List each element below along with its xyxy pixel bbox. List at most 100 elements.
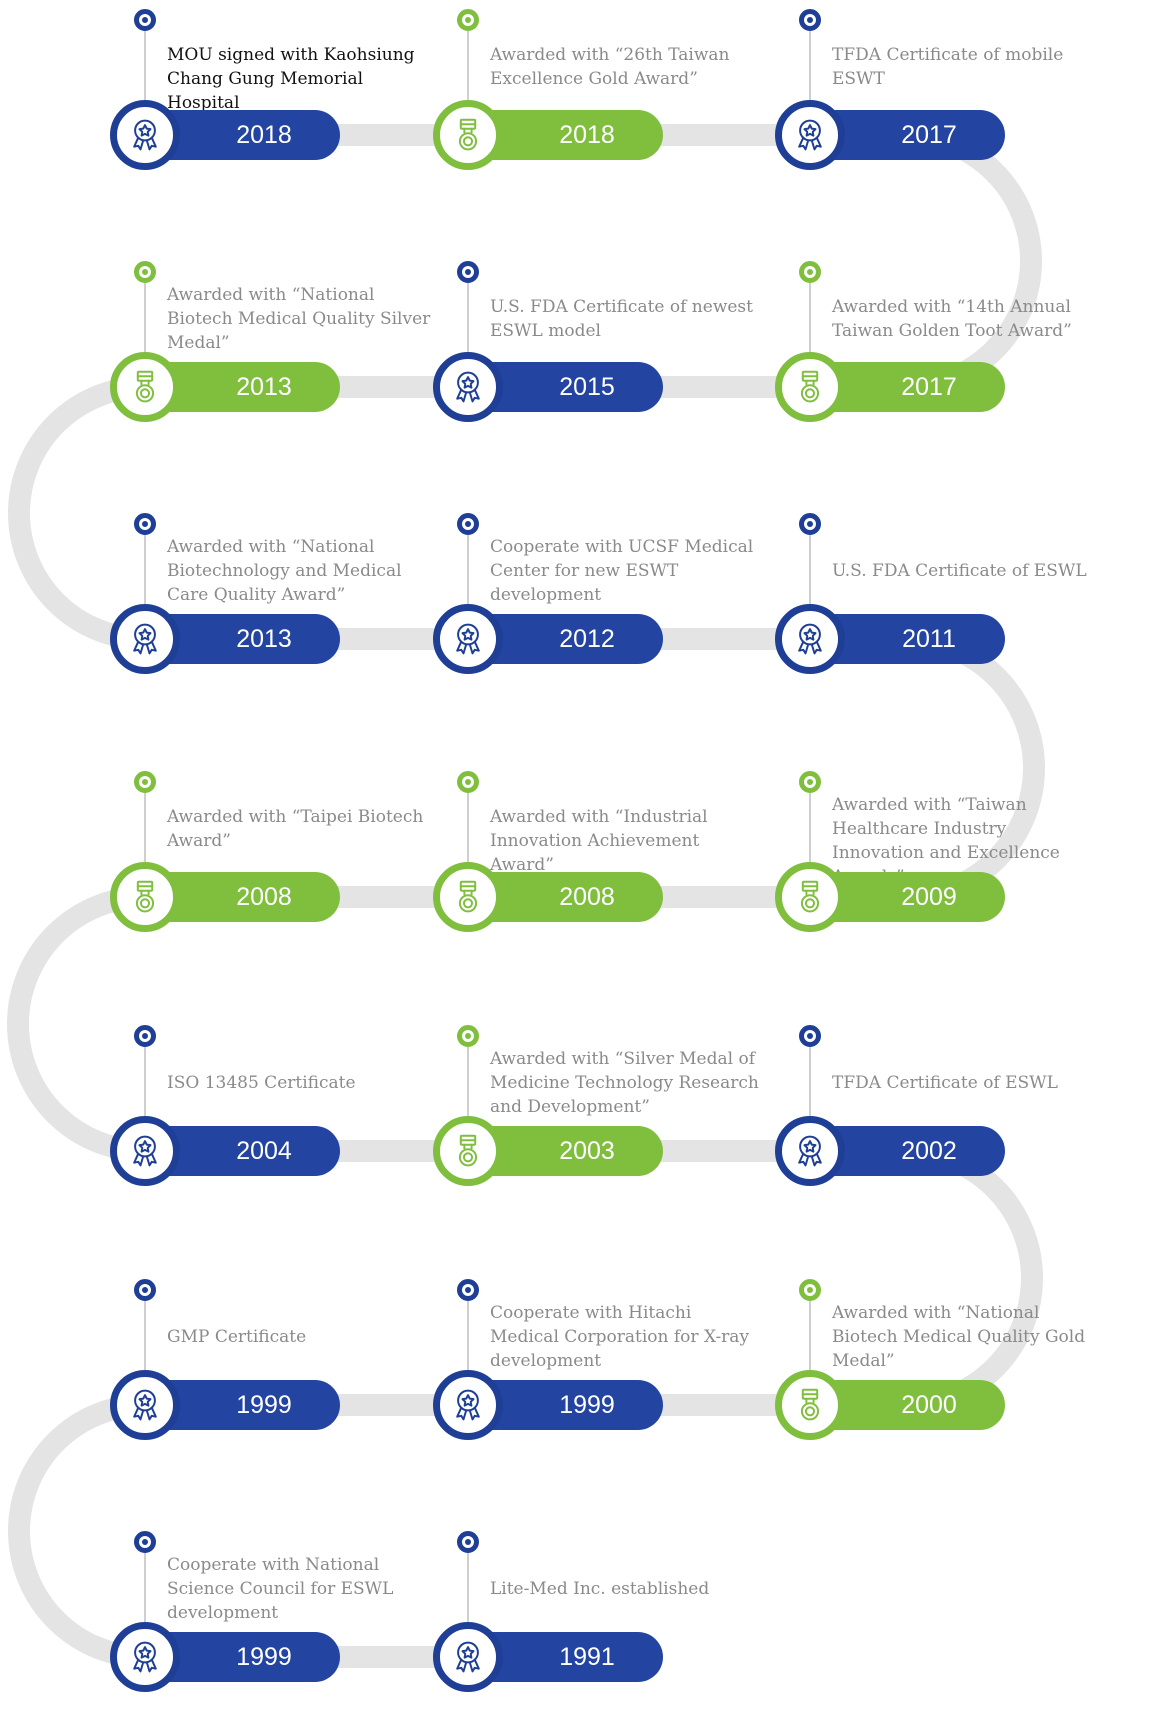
milestone-description: TFDA Certificate of ESWL — [832, 1073, 1058, 1093]
milestone-badge — [110, 862, 180, 932]
milestone-description: Cooperate with Hitachi Medical Corporati… — [490, 1303, 750, 1371]
year-label: 2003 — [473, 1126, 663, 1176]
milestone-connector — [809, 782, 811, 867]
milestone-marker-dot — [134, 1025, 156, 1047]
milestone-badge — [433, 352, 503, 422]
year-label: 2008 — [150, 872, 340, 922]
milestone-connector — [809, 20, 811, 105]
milestone-marker-dot — [799, 9, 821, 31]
milestone-marker-dot — [799, 1025, 821, 1047]
ribbon-award-icon — [127, 117, 163, 153]
year-label: 2009 — [815, 872, 1005, 922]
milestone-marker-dot — [457, 771, 479, 793]
year-label: 2002 — [815, 1126, 1005, 1176]
milestone-description: U.S. FDA Certificate of newest ESWL mode… — [490, 297, 753, 341]
milestone-marker-dot — [457, 261, 479, 283]
milestone-marker-dot — [134, 9, 156, 31]
milestone-description: Awarded with “National Biotech Medical Q… — [167, 285, 431, 353]
milestone-description: Awarded with “National Biotechnology and… — [167, 537, 402, 605]
milestone-description: TFDA Certificate of mobile ESWT — [832, 45, 1064, 89]
milestone-connector — [467, 1542, 469, 1627]
year-label: 2004 — [150, 1126, 340, 1176]
ribbon-award-icon — [127, 1133, 163, 1169]
milestone-badge — [433, 100, 503, 170]
milestone-marker-dot — [457, 1025, 479, 1047]
milestone-badge — [110, 1370, 180, 1440]
ribbon-award-icon — [792, 621, 828, 657]
milestone-description: Awarded with “26th Taiwan Excellence Gol… — [490, 45, 730, 89]
milestone-badge — [775, 1116, 845, 1186]
medal-icon — [450, 117, 486, 153]
milestone-description: Awarded with “Industrial Innovation Achi… — [490, 807, 708, 875]
milestone-connector — [809, 1290, 811, 1375]
milestone-marker-dot — [134, 1279, 156, 1301]
milestone-connector — [467, 524, 469, 609]
milestone-description: Awarded with “Taipei Biotech Award” — [167, 807, 424, 851]
milestone-marker-dot — [799, 513, 821, 535]
milestone-connector — [144, 1036, 146, 1121]
year-label: 2015 — [473, 362, 663, 412]
milestone-badge — [110, 352, 180, 422]
milestone-badge — [433, 1370, 503, 1440]
milestone-badge — [110, 100, 180, 170]
milestone-badge — [775, 604, 845, 674]
year-label: 2018 — [473, 110, 663, 160]
year-label: 2017 — [815, 362, 1005, 412]
milestone-badge — [433, 1622, 503, 1692]
milestone-badge — [433, 1116, 503, 1186]
year-label: 1991 — [473, 1632, 663, 1682]
milestone-marker-dot — [799, 1279, 821, 1301]
milestone-connector — [809, 524, 811, 609]
milestone-connector — [809, 272, 811, 357]
medal-icon — [127, 879, 163, 915]
milestone-badge — [775, 862, 845, 932]
ribbon-award-icon — [450, 621, 486, 657]
ribbon-award-icon — [450, 1639, 486, 1675]
milestone-connector — [467, 272, 469, 357]
milestone-badge — [433, 604, 503, 674]
milestone-connector — [809, 1036, 811, 1121]
milestone-marker-dot — [134, 261, 156, 283]
milestone-connector — [144, 20, 146, 105]
milestone-description: U.S. FDA Certificate of ESWL — [832, 561, 1087, 581]
medal-icon — [127, 369, 163, 405]
milestone-connector — [144, 524, 146, 609]
ribbon-award-icon — [450, 369, 486, 405]
year-label: 2000 — [815, 1380, 1005, 1430]
milestone-description: ISO 13485 Certificate — [167, 1073, 356, 1093]
milestone-badge — [433, 862, 503, 932]
milestone-badge — [110, 604, 180, 674]
medal-icon — [792, 369, 828, 405]
milestone-badge — [110, 1116, 180, 1186]
ribbon-award-icon — [127, 621, 163, 657]
medal-icon — [450, 1133, 486, 1169]
milestone-badge — [775, 100, 845, 170]
milestone-connector — [467, 20, 469, 105]
medal-icon — [792, 1387, 828, 1423]
milestone-marker-dot — [134, 1531, 156, 1553]
milestone-description: Awarded with “14th Annual Taiwan Golden … — [832, 297, 1072, 341]
milestone-connector — [144, 782, 146, 867]
milestone-connector — [467, 1290, 469, 1375]
ribbon-award-icon — [127, 1639, 163, 1675]
year-label: 2013 — [150, 362, 340, 412]
milestone-connector — [144, 1542, 146, 1627]
ribbon-award-icon — [792, 1133, 828, 1169]
milestone-description: Awarded with “Taiwan Healthcare Industry… — [832, 795, 1060, 887]
milestone-description: MOU signed with Kaohsiung Chang Gung Mem… — [167, 45, 415, 113]
milestone-marker-dot — [457, 9, 479, 31]
milestone-badge — [775, 1370, 845, 1440]
milestone-description: GMP Certificate — [167, 1327, 307, 1347]
ribbon-award-icon — [127, 1387, 163, 1423]
year-label: 2018 — [150, 110, 340, 160]
milestone-description: Cooperate with National Science Council … — [167, 1555, 394, 1623]
year-label: 2011 — [815, 614, 1005, 664]
milestone-description: Cooperate with UCSF Medical Center for n… — [490, 537, 754, 605]
year-label: 2008 — [473, 872, 663, 922]
year-label: 2017 — [815, 110, 1005, 160]
year-label: 1999 — [150, 1632, 340, 1682]
year-label: 1999 — [150, 1380, 340, 1430]
milestone-description: Awarded with “National Biotech Medical Q… — [832, 1303, 1086, 1371]
milestone-connector — [467, 782, 469, 867]
year-label: 2012 — [473, 614, 663, 664]
